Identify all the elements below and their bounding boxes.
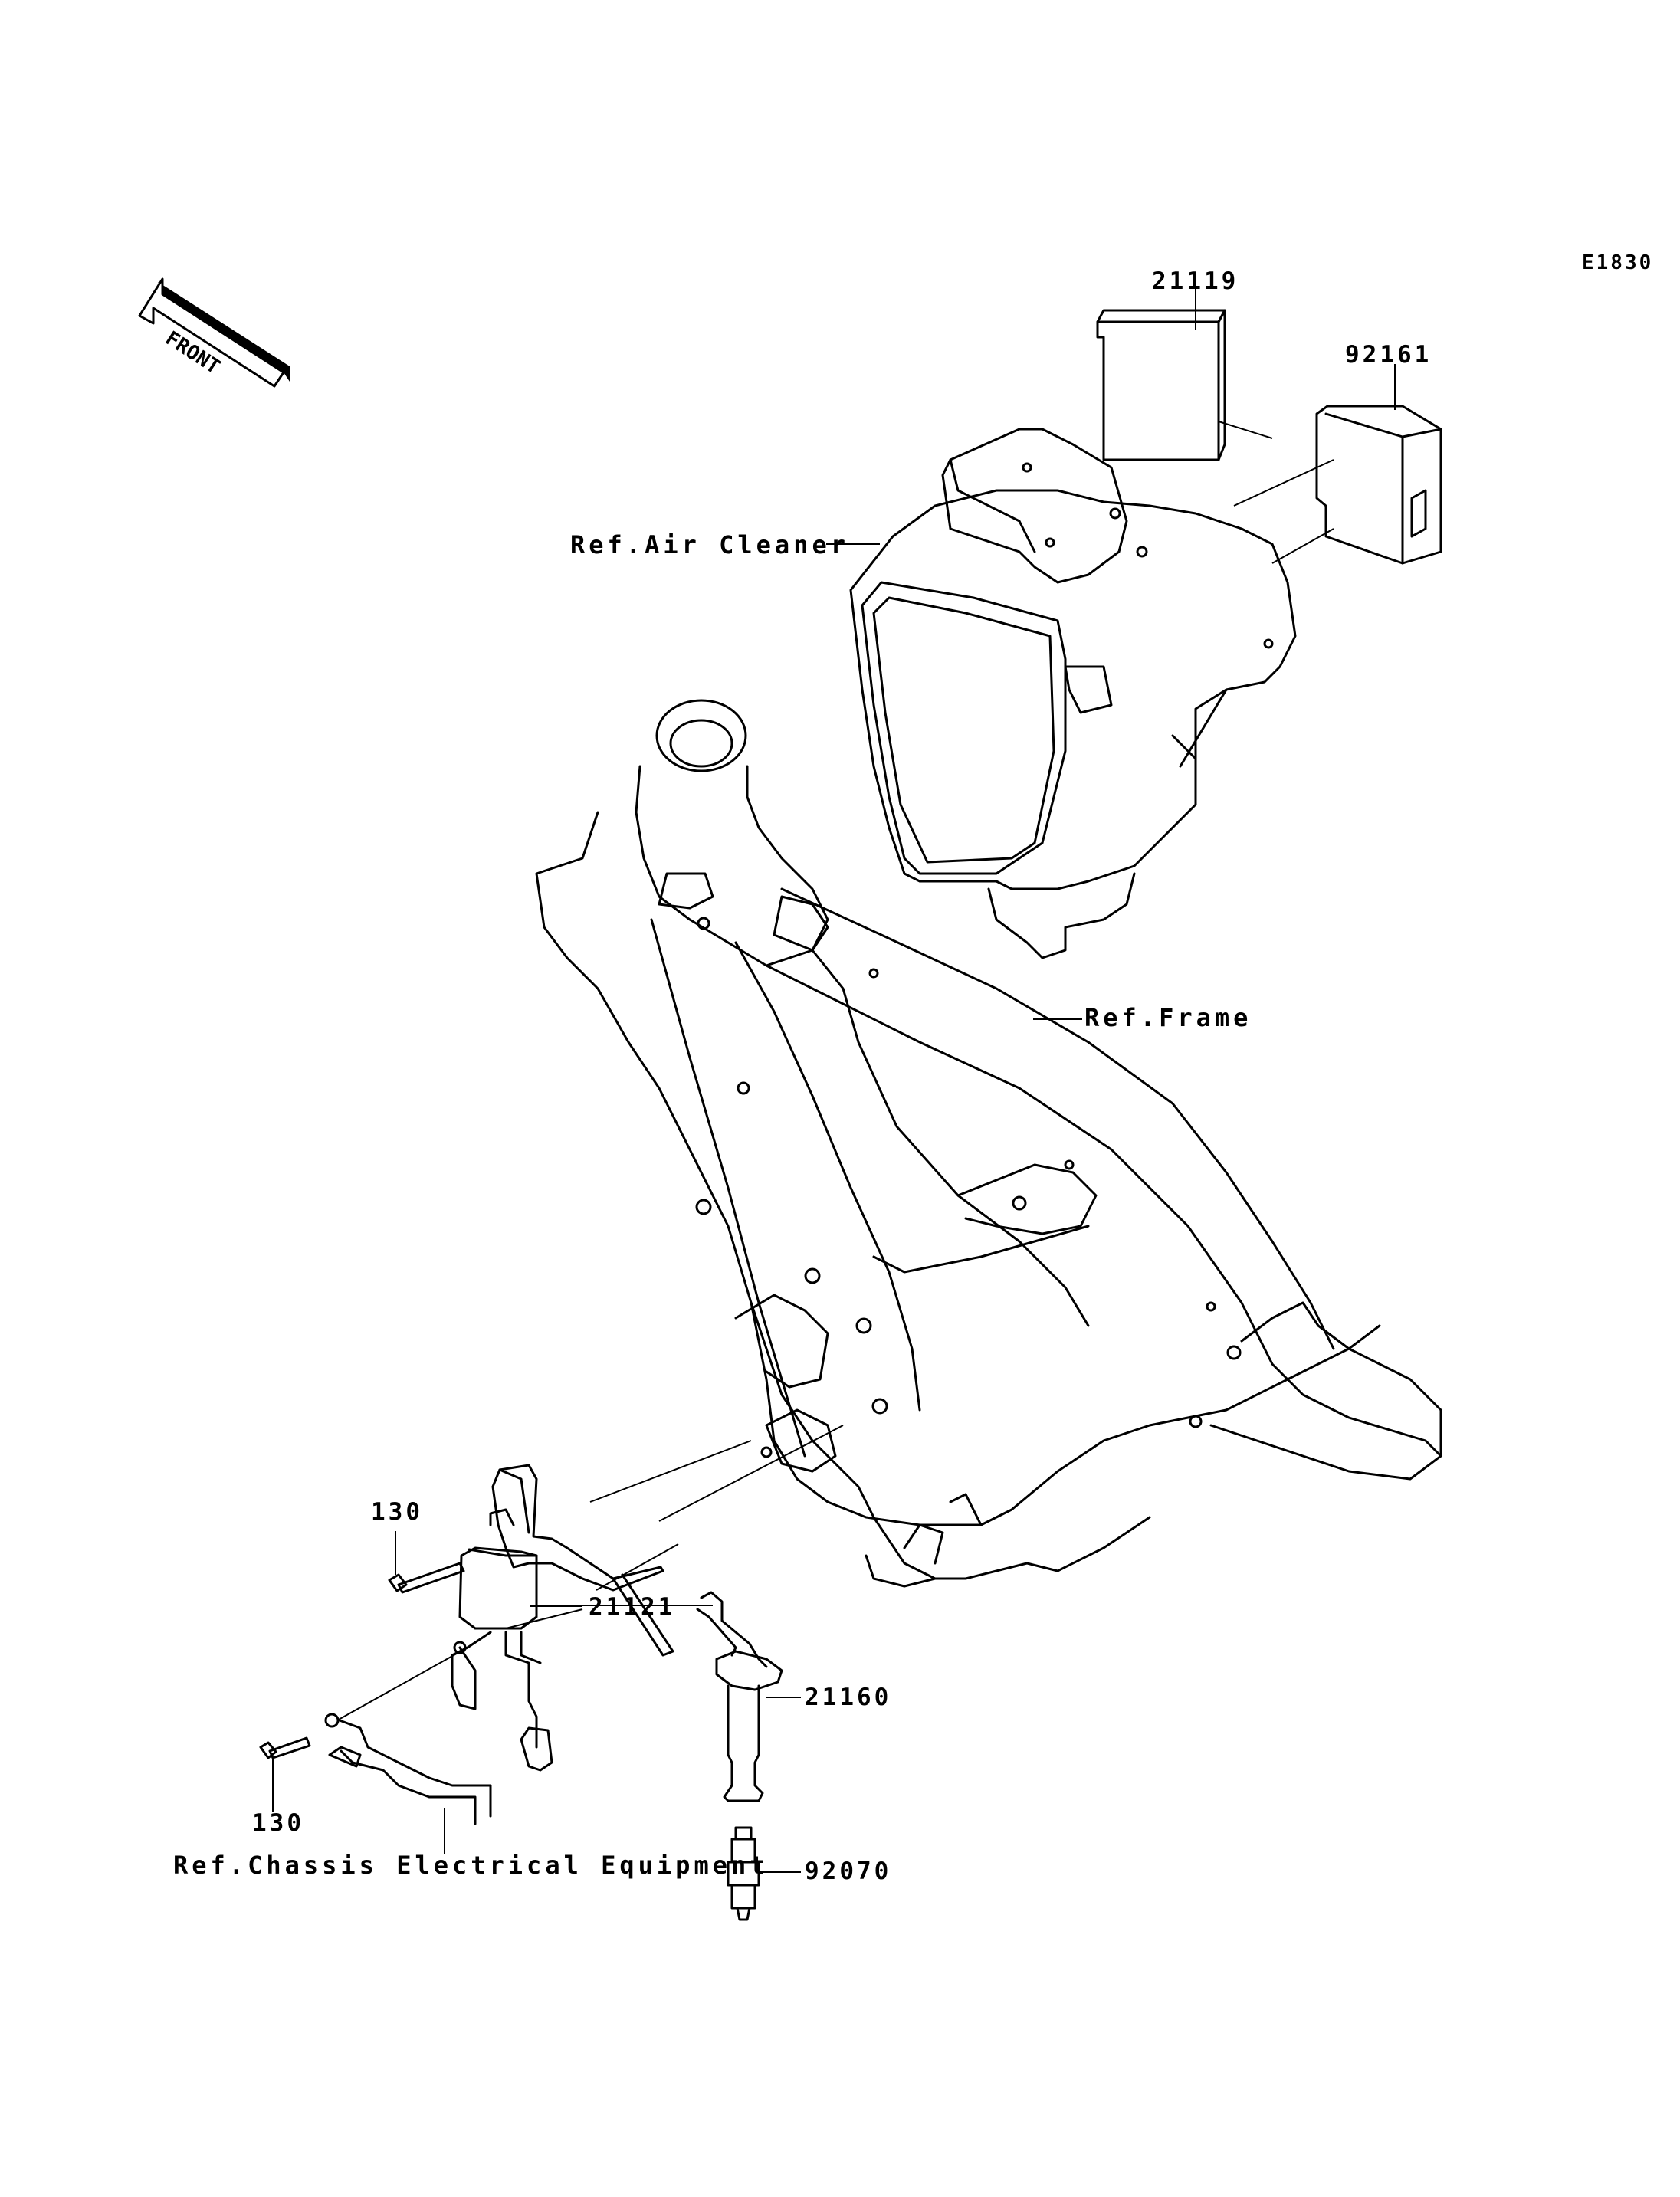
- part-number-130-upper[interactable]: 130: [371, 1498, 423, 1526]
- ref-frame-label[interactable]: Ref.Frame: [1084, 1003, 1252, 1032]
- spark-plug-92070: [727, 1826, 801, 1921]
- part-number-130-lower[interactable]: 130: [252, 1809, 304, 1837]
- air-cleaner-housing: [849, 428, 1297, 959]
- bolt-130-lower: [259, 1736, 311, 1812]
- front-arrow-icon: FRONT: [138, 277, 290, 388]
- ignition-coil-21121: [451, 1425, 844, 1772]
- plug-cap-21160: [696, 1591, 801, 1802]
- part-number-21119[interactable]: 21119: [1152, 267, 1239, 295]
- part-21119-box: [1096, 284, 1273, 461]
- part-number-92070[interactable]: 92070: [805, 1858, 892, 1885]
- diagram-code: E1830: [1582, 251, 1654, 274]
- frame-assembly: [535, 699, 1442, 1588]
- ref-air-cleaner-label[interactable]: Ref.Air Cleaner: [570, 530, 849, 559]
- bolt-130-upper: [388, 1531, 465, 1594]
- chassis-wiring: [324, 1647, 492, 1854]
- part-number-21160[interactable]: 21160: [805, 1684, 892, 1711]
- part-number-92161[interactable]: 92161: [1345, 341, 1432, 369]
- part-number-21121[interactable]: 21121: [589, 1593, 676, 1621]
- ref-chassis-electrical-label[interactable]: Ref.Chassis Electrical Equipment: [173, 1851, 769, 1880]
- part-92161-box: [1233, 364, 1442, 565]
- leader-lines: [530, 543, 1082, 1607]
